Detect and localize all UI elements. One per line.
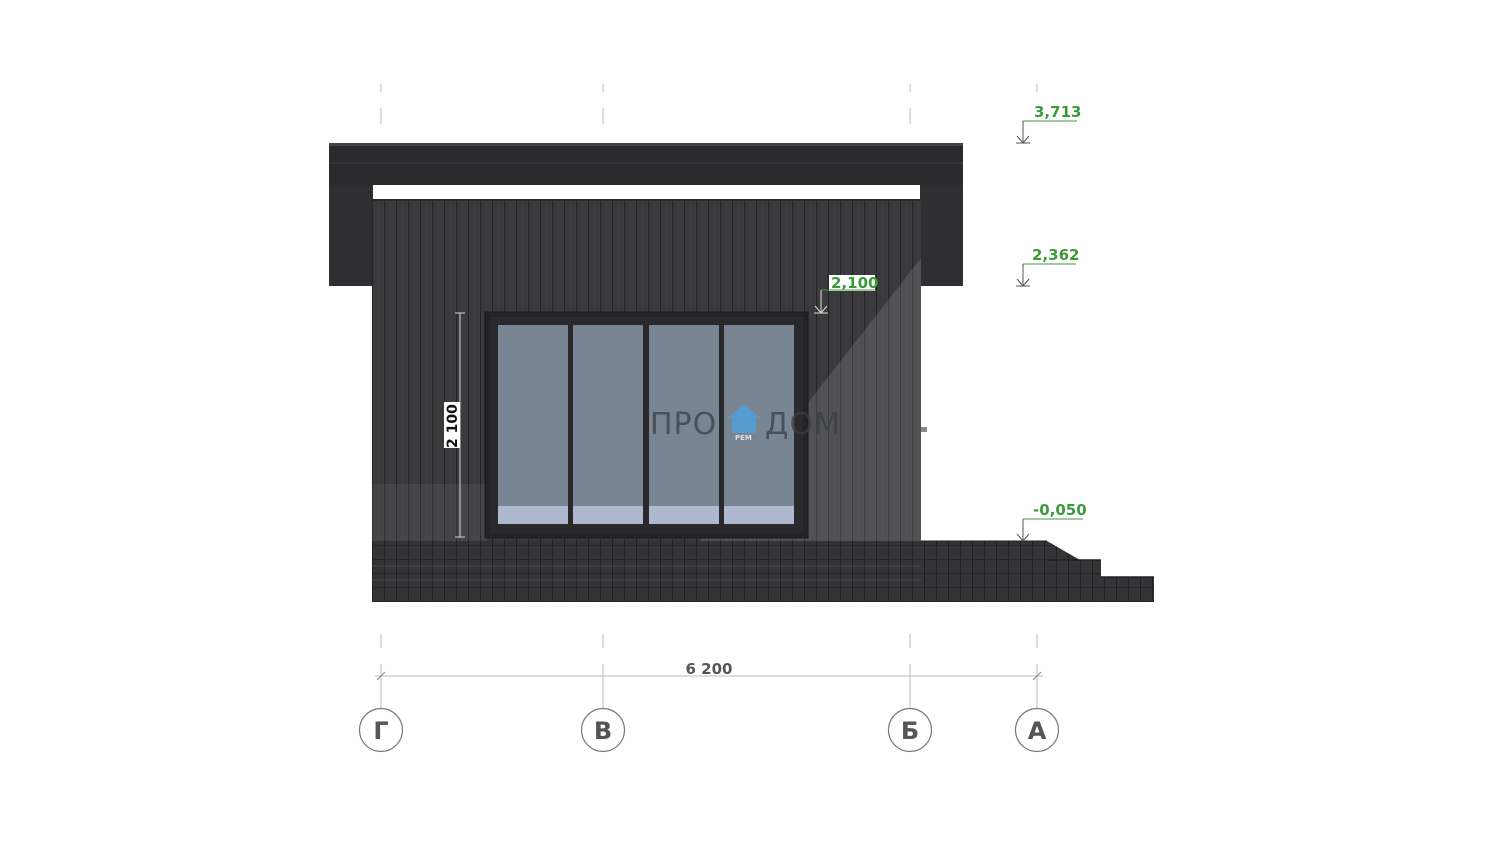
glass-panel-reflection: [649, 506, 719, 524]
wall-fixture: [921, 427, 927, 432]
plinth: [372, 541, 921, 602]
ground-level-label: -0,050: [1033, 501, 1087, 519]
overall-width-label: 6 200: [686, 660, 733, 678]
roof: [329, 143, 963, 286]
glass-panel: [498, 325, 568, 524]
watermark-left: ПРО: [650, 407, 717, 442]
level-mark-window: 2,100: [814, 274, 878, 314]
axis-ticks-top: [380, 84, 1038, 124]
axis-label-b: Б: [901, 717, 919, 745]
axis-label-a: А: [1028, 717, 1047, 745]
glass-panel: [573, 325, 643, 524]
window-height-dimension: 2 100: [444, 312, 465, 538]
axis-bubbles: Г В Б А: [358, 707, 1060, 753]
axis-label-g: Г: [373, 717, 388, 745]
glass-panel-reflection: [724, 506, 794, 524]
level-mark-eave: 2,362: [1016, 246, 1079, 287]
glass-panel-reflection: [498, 506, 568, 524]
watermark-right: ДОМ: [765, 407, 841, 442]
watermark-badge: РЕМ: [735, 434, 752, 442]
glass-panel: [649, 325, 719, 524]
eave-level-label: 2,362: [1032, 246, 1079, 264]
roof-level-label: 3,713: [1034, 103, 1081, 121]
terrace-steps: [921, 540, 1154, 602]
overall-dimension: 6 200: [375, 660, 1043, 681]
watermark-logo: ПРО РЕМ ДОМ: [650, 404, 841, 442]
axis-label-v: В: [594, 717, 612, 745]
axis-lines-bottom: [380, 634, 1038, 708]
window-height-label: 2 100: [445, 404, 461, 448]
window-panoramic: [484, 311, 809, 539]
level-mark-ground: -0,050: [1016, 501, 1087, 542]
window-top-level-label: 2,100: [831, 274, 878, 292]
glass-panel-reflection: [573, 506, 643, 524]
level-mark-roof: 3,713: [1016, 103, 1081, 144]
house-logo-icon: РЕМ: [728, 404, 760, 442]
